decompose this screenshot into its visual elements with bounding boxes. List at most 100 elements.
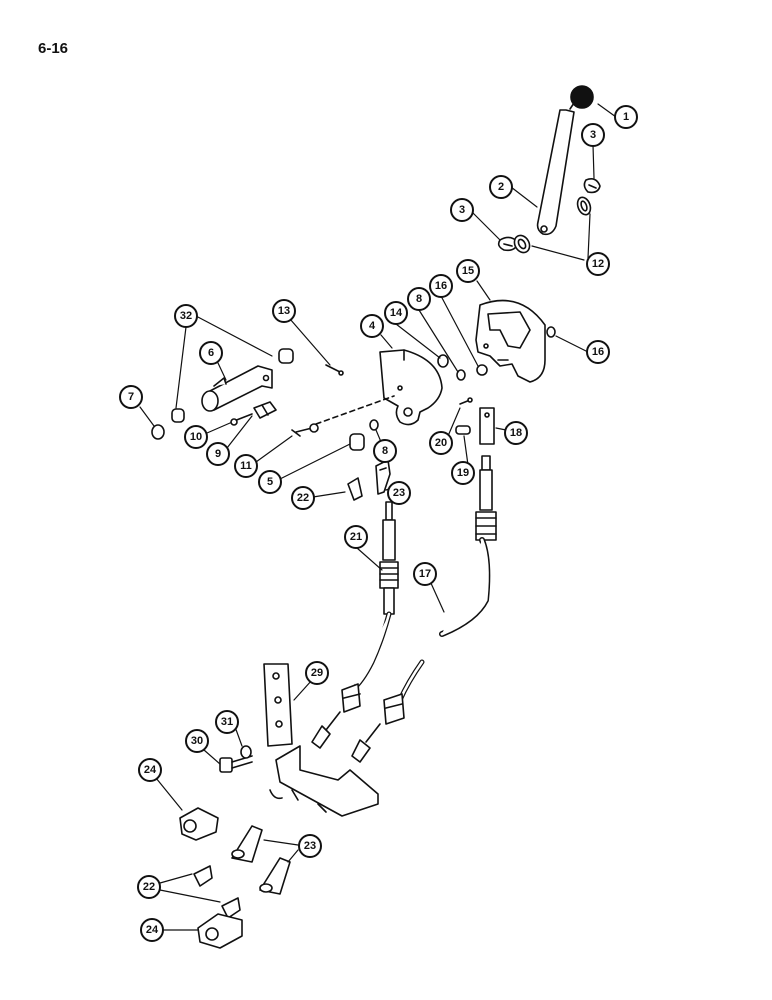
callout-label-1: 1 xyxy=(623,111,629,123)
part-washers-12 xyxy=(513,196,592,254)
callout-label-20: 20 xyxy=(435,437,447,449)
part-shift-lever xyxy=(536,109,575,236)
callout-17 xyxy=(413,562,437,586)
leader-lines xyxy=(139,103,617,931)
callout-label-14: 14 xyxy=(390,307,403,319)
callout-21 xyxy=(344,525,368,549)
part-cable-17 xyxy=(351,455,497,763)
callout-label-11: 11 xyxy=(240,460,252,472)
callout-label-8b: 8 xyxy=(382,445,388,457)
callout-label-19: 19 xyxy=(457,467,469,479)
part-shaft-arm-6 xyxy=(201,365,273,412)
part-bracket-plate-4 xyxy=(379,349,443,426)
callout-24a xyxy=(138,758,162,782)
callout-19 xyxy=(451,461,475,485)
part-block-18 xyxy=(479,407,495,445)
callout-3b xyxy=(450,198,474,222)
part-lever-arm-24-upper xyxy=(179,807,219,841)
part-nut-14 xyxy=(437,354,449,368)
callout-12 xyxy=(586,252,610,276)
part-snap-ring-7 xyxy=(151,424,165,440)
callout-label-21: 21 xyxy=(350,531,362,543)
callout-14 xyxy=(384,301,408,325)
callout-label-17: 17 xyxy=(419,568,431,580)
callout-label-23b: 23 xyxy=(304,840,316,852)
part-clip-3-lower xyxy=(497,236,519,252)
part-pin-20 xyxy=(459,397,473,405)
callout-32 xyxy=(174,304,198,328)
callout-7 xyxy=(119,385,143,409)
callout-label-16b: 16 xyxy=(592,346,604,358)
callout-22b xyxy=(137,875,161,899)
part-clevis-9 xyxy=(253,401,277,419)
part-ball-joint-11 xyxy=(291,423,319,437)
part-clip-3-upper xyxy=(583,178,601,194)
callout-30 xyxy=(185,729,209,753)
callout-16a xyxy=(429,274,453,298)
callout-13 xyxy=(272,299,296,323)
part-lever-arm-24-lower xyxy=(197,913,243,949)
callout-23a xyxy=(387,481,411,505)
callout-label-15: 15 xyxy=(462,265,474,277)
callout-3a xyxy=(581,123,605,147)
callout-label-18: 18 xyxy=(510,427,522,439)
callout-6 xyxy=(199,341,223,365)
part-spacer-5 xyxy=(349,433,365,451)
callout-label-22b: 22 xyxy=(143,881,155,893)
callout-label-4: 4 xyxy=(369,320,376,332)
callout-label-8a: 8 xyxy=(416,293,422,305)
callout-label-30: 30 xyxy=(191,735,203,747)
part-nut-16-left xyxy=(476,364,488,376)
callout-label-16a: 16 xyxy=(435,280,447,292)
callout-label-3b: 3 xyxy=(459,204,465,216)
callout-8b xyxy=(373,439,397,463)
callout-16b xyxy=(586,340,610,364)
callout-label-23a: 23 xyxy=(393,487,405,499)
part-cable-21 xyxy=(311,501,399,749)
callout-1 xyxy=(614,105,638,129)
callout-4 xyxy=(360,314,384,338)
part-knob xyxy=(569,85,594,110)
callout-label-32: 32 xyxy=(180,310,192,322)
callout-label-24b: 24 xyxy=(146,924,159,936)
callout-9 xyxy=(206,442,230,466)
part-mounting-bracket-29 xyxy=(263,663,379,817)
callout-29 xyxy=(305,661,329,685)
callout-22a xyxy=(291,486,315,510)
part-bolt-10 xyxy=(230,413,253,426)
part-washer-31 xyxy=(240,745,252,759)
callout-2 xyxy=(489,175,513,199)
callout-label-24a: 24 xyxy=(144,764,157,776)
callout-label-13: 13 xyxy=(278,305,290,317)
callout-24b xyxy=(140,918,164,942)
part-clip-22-upper xyxy=(347,477,363,501)
part-clip-22-lower xyxy=(193,865,241,919)
callout-15 xyxy=(456,259,480,283)
callout-circles xyxy=(119,105,638,942)
callout-10 xyxy=(184,425,208,449)
callout-label-22a: 22 xyxy=(297,492,309,504)
callout-23b xyxy=(298,834,322,858)
callout-11 xyxy=(234,454,258,478)
callout-label-3a: 3 xyxy=(590,129,596,141)
callout-18 xyxy=(504,421,528,445)
part-pin-13 xyxy=(325,364,344,376)
callout-label-10: 10 xyxy=(190,431,202,443)
callout-label-9: 9 xyxy=(215,448,221,460)
assembly-line xyxy=(315,395,395,425)
part-gate-plate-15 xyxy=(475,299,546,383)
part-nut-16-right xyxy=(546,326,556,338)
callout-20 xyxy=(429,431,453,455)
callout-label-29: 29 xyxy=(311,667,323,679)
part-pin-19 xyxy=(455,425,471,435)
callout-label-31: 31 xyxy=(221,716,233,728)
part-clevis-23-lower xyxy=(231,825,291,895)
callout-label-7: 7 xyxy=(128,391,134,403)
callout-5 xyxy=(258,470,282,494)
part-bushings-32 xyxy=(171,348,294,423)
page-number: 6-16 xyxy=(38,40,69,57)
callout-label-2: 2 xyxy=(498,181,504,193)
callout-31 xyxy=(215,710,239,734)
callout-label-6: 6 xyxy=(208,347,214,359)
